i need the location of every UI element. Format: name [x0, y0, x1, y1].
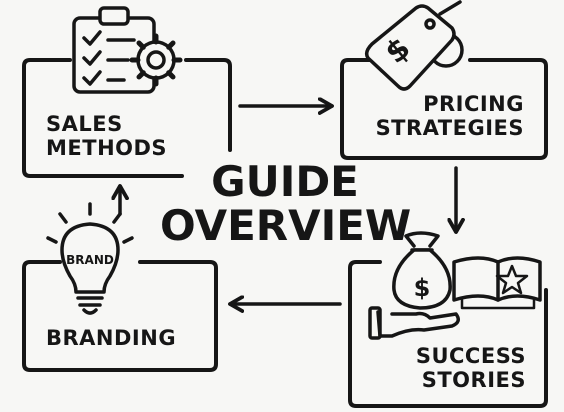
title-line-2: OVERVIEW: [160, 201, 412, 251]
success-stories-box: [348, 260, 548, 408]
sales-methods-line-2: METHODS: [46, 136, 168, 161]
pricing-strategies-line-1: PRICING: [423, 92, 524, 116]
pricing-strategies-line-2: STRATEGIES: [375, 116, 524, 141]
title-line-1: GUIDE: [211, 157, 359, 206]
money-bag-hand-book-icon: $: [368, 231, 542, 340]
branding-line-1: BRANDING: [46, 326, 177, 350]
pricing-strategies-label: PRICING STRATEGIES: [352, 92, 524, 140]
sales-methods-line-1: SALES: [46, 112, 123, 136]
branding-label: BRANDING: [46, 326, 176, 350]
svg-text:$: $: [414, 274, 431, 302]
lightbulb-icon: BRAND: [46, 202, 134, 315]
sales-methods-label: SALES METHODS: [46, 112, 167, 160]
price-tag-icon: $: [364, 0, 464, 91]
branding-box: [22, 260, 218, 372]
sales-methods-box: [22, 58, 232, 178]
diagram-title: GUIDE OVERVIEW: [160, 157, 412, 251]
brand-badge: BRAND: [66, 253, 114, 267]
success-stories-label: SUCCESS STORIES: [356, 344, 526, 392]
success-stories-line-1: SUCCESS: [415, 344, 526, 368]
success-stories-line-2: STORIES: [421, 368, 526, 393]
pricing-strategies-box: [340, 58, 548, 160]
clipboard-gear-icon: [72, 6, 183, 94]
